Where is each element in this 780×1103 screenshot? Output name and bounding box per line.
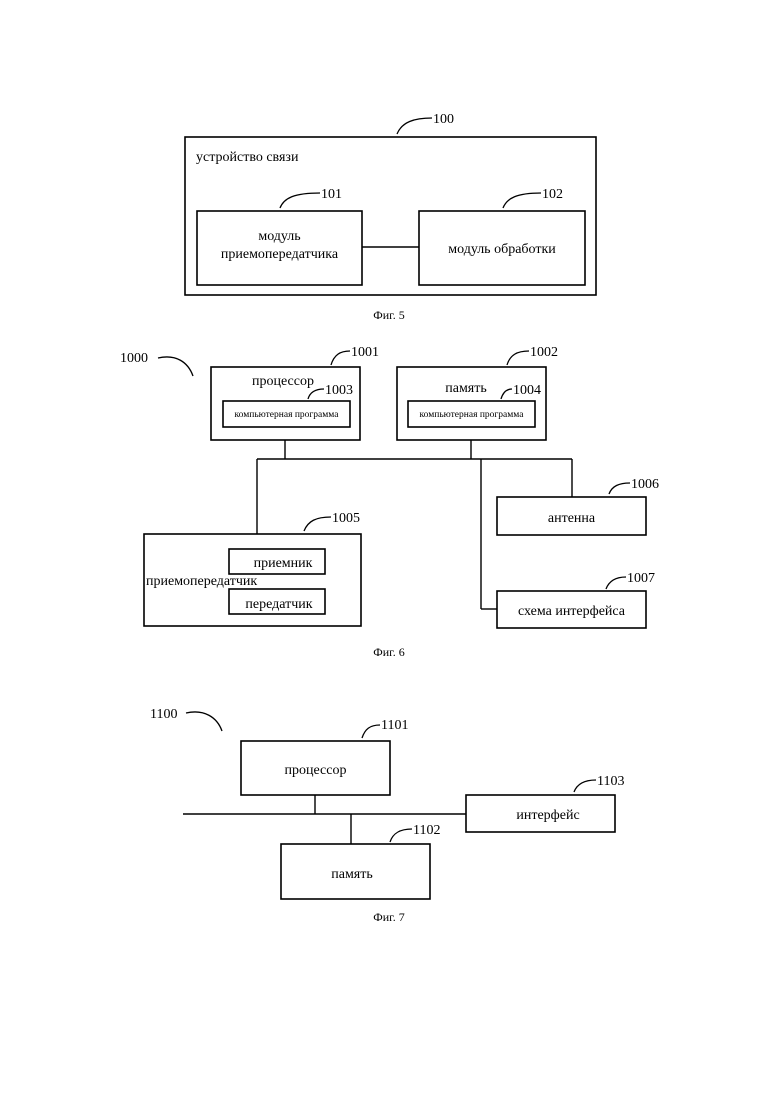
ref-1001: 1001 (351, 345, 379, 360)
ref-1006: 1006 (631, 477, 659, 492)
memory-label: память (445, 381, 487, 396)
fig5-caption: Фиг. 5 (373, 308, 404, 322)
transceiver-module-label-line2: приемопередатчика (221, 247, 339, 262)
ref-102-leader (503, 193, 541, 208)
ref-1002: 1002 (530, 345, 558, 360)
ref-1003-leader (308, 389, 324, 399)
ref-101: 101 (321, 187, 342, 202)
ref-1007-leader (606, 577, 626, 589)
antenna-label: антенна (548, 511, 596, 526)
processing-module-label: модуль обработки (448, 242, 556, 257)
ref-100: 100 (433, 112, 454, 127)
memory-box (397, 367, 546, 440)
ref-1004-leader (501, 389, 512, 399)
ref-1000-leader (158, 357, 193, 376)
ref-1002-leader (507, 351, 529, 365)
ref-1102: 1102 (413, 823, 440, 838)
ref-1101: 1101 (381, 718, 408, 733)
ref-1006-leader (609, 483, 630, 494)
fig6-caption: Фиг. 6 (373, 645, 404, 659)
ref-1005-leader (304, 517, 331, 531)
fig5: 100 устройство связи 101 модуль приемопе… (185, 112, 596, 322)
processor-label: процессор (252, 374, 314, 389)
receiver-label: приемник (254, 556, 313, 571)
ref-1102-leader (390, 829, 412, 842)
memory-program-label: компьютерная программа (420, 410, 525, 420)
fig7-processor-label: процессор (285, 763, 347, 778)
ref-1000: 1000 (120, 351, 148, 366)
communication-device-label: устройство связи (196, 150, 299, 165)
ref-1007: 1007 (627, 571, 655, 586)
transmitter-label: передатчик (245, 597, 312, 612)
fig7-memory-label: память (331, 867, 373, 882)
ref-1005: 1005 (332, 511, 360, 526)
ref-1001-leader (331, 351, 350, 365)
ref-1103-leader (574, 780, 596, 792)
fig7: 1100 1101 процессор 1103 интерфейс 1102 … (150, 707, 624, 924)
fig7-caption: Фиг. 7 (373, 910, 404, 924)
transceiver-label: приемопередатчик (146, 574, 257, 589)
transceiver-module-label-line1: модуль (258, 229, 300, 244)
ref-1101-leader (362, 725, 380, 738)
ref-1003: 1003 (325, 383, 353, 398)
processor-program-label: компьютерная программа (235, 410, 340, 420)
ref-1100: 1100 (150, 707, 177, 722)
ref-100-leader (397, 118, 432, 134)
fig7-interface-label: интерфейс (516, 808, 579, 823)
ref-1100-leader (186, 712, 222, 731)
fig6-bus (257, 440, 572, 609)
ref-1103: 1103 (597, 774, 624, 789)
ref-101-leader (280, 193, 320, 208)
ref-102: 102 (542, 187, 563, 202)
fig6: 1000 1001 процессор 1003 компьютерная пр… (120, 345, 659, 659)
interface-circuit-label: схема интерфейса (518, 604, 626, 619)
ref-1004: 1004 (513, 383, 541, 398)
